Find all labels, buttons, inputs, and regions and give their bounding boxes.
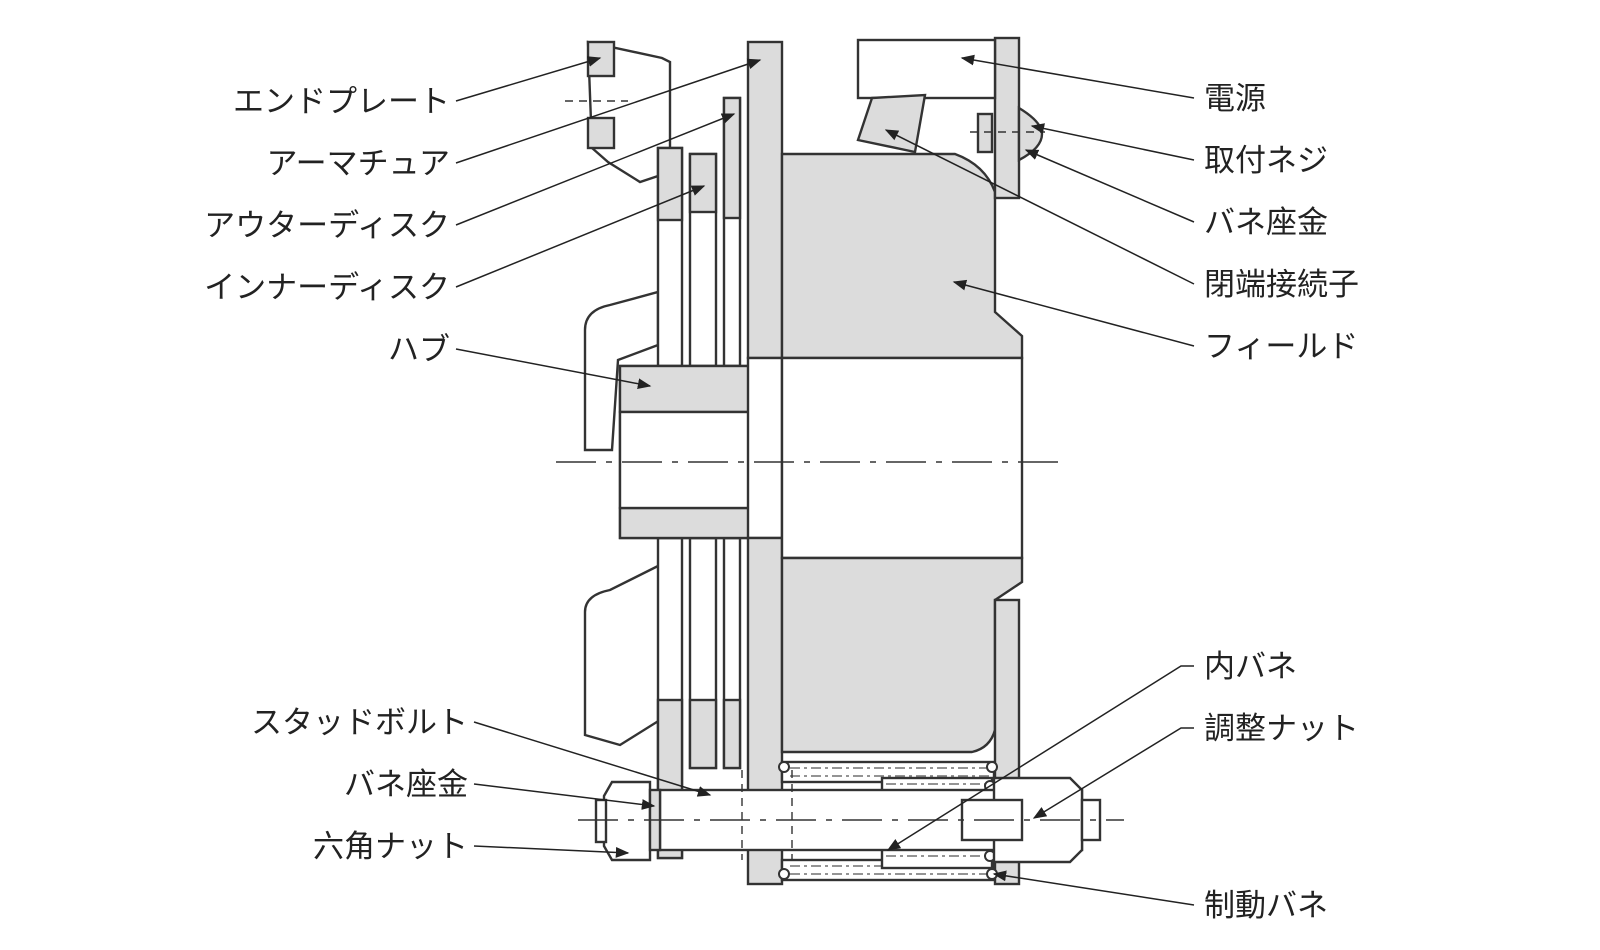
leader-lines <box>455 54 1195 906</box>
label-adjusting-nut: 調整ナット <box>1204 711 1359 747</box>
label-inner-disc: インナーディスク <box>204 270 450 306</box>
field-part <box>780 36 1024 886</box>
label-spring-washer-right: バネ座金 <box>1204 205 1328 241</box>
end-plate-part <box>565 40 672 747</box>
label-brake-spring: 制動バネ <box>1204 888 1328 924</box>
label-spring-washer-left: バネ座金 <box>344 767 468 803</box>
drawing <box>556 36 1124 886</box>
label-outer-disc: アウターディスク <box>204 208 450 244</box>
leader-hub <box>455 348 652 390</box>
label-end-plate: エンドプレート <box>233 84 450 120</box>
leader-brake-spring <box>992 870 1195 906</box>
hub-part <box>618 364 752 540</box>
leader-spring-washer-right <box>1024 149 1195 223</box>
label-field: フィールド <box>1204 329 1358 365</box>
leader-stud-bolt <box>473 721 712 797</box>
leader-field <box>952 279 1195 347</box>
label-armature: アーマチュア <box>266 146 450 182</box>
leader-armature <box>455 58 762 164</box>
leader-adjusting-nut <box>1032 727 1194 819</box>
leader-outer-disc <box>455 113 736 226</box>
label-hex-nut: 六角ナット <box>313 829 468 865</box>
label-stud-bolt: スタッドボルト <box>251 705 468 741</box>
label-closed-end-terminal: 閉端接続子 <box>1204 267 1359 303</box>
power-supply-part <box>856 38 1045 162</box>
leader-end-plate <box>455 56 602 102</box>
labels-left: エンドプレート アーマチュア アウターディスク インナーディスク ハブ スタッド… <box>204 84 468 865</box>
label-inner-spring: 内バネ <box>1204 649 1297 685</box>
stud-bolt-assembly <box>578 760 1124 882</box>
label-mounting-screw: 取付ネジ <box>1204 143 1328 179</box>
labels-right: 電源 取付ネジ バネ座金 閉端接続子 フィールド 内バネ 調整ナット 制動バネ <box>1204 81 1359 924</box>
label-hub: ハブ <box>388 332 450 368</box>
label-power-supply: 電源 <box>1204 81 1266 117</box>
leader-spring-washer-left <box>473 783 656 810</box>
leader-closed-end-terminal <box>884 129 1195 285</box>
leader-hex-nut <box>473 845 630 858</box>
leader-inner-disc <box>455 185 706 288</box>
leader-inner-spring <box>886 665 1194 851</box>
leader-mounting-screw <box>1030 123 1195 161</box>
leader-power-supply <box>960 54 1195 99</box>
armature-part <box>746 40 784 886</box>
